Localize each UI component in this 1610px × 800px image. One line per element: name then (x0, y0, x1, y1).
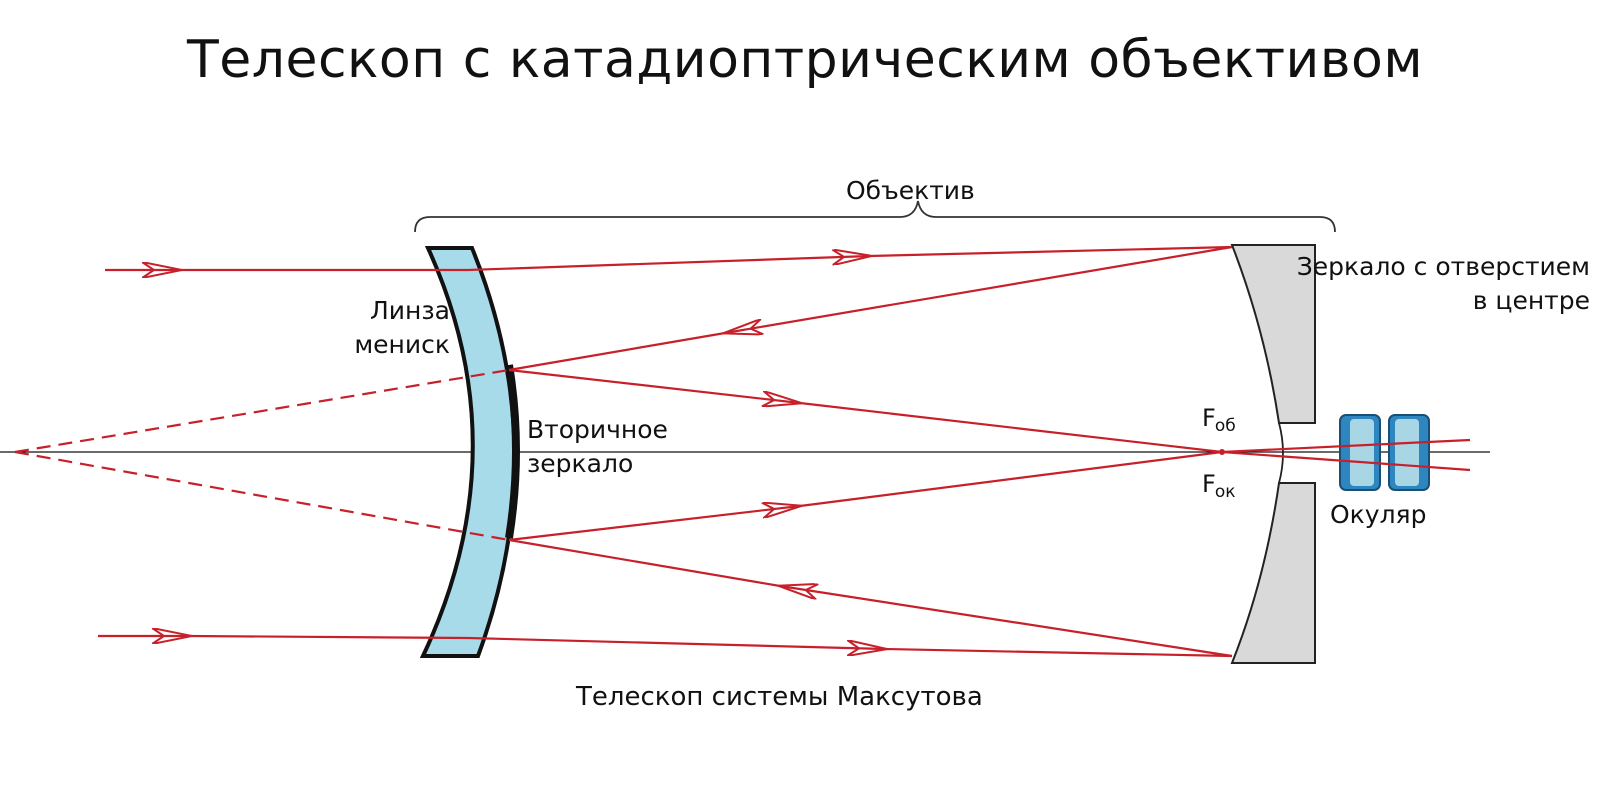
eyepiece-lens-2 (1388, 414, 1430, 491)
primary-mirror-label-line2: в центре (1472, 286, 1590, 315)
meniscus-lens-label: Линза мениск (300, 294, 450, 362)
ray-mirror-to-secondary-top (725, 245, 1233, 333)
diagram-caption: Телескоп системы Максутова (576, 682, 983, 712)
meniscus-lens-label-line2: мениск (354, 330, 450, 359)
meniscus-lens-label-line1: Линза (369, 296, 450, 325)
primary-mirror-lower (1230, 482, 1316, 664)
secondary-mirror (505, 364, 520, 539)
primary-mirror-hole (1278, 422, 1284, 484)
primary-mirror-label: Зеркало с отверстием в центре (1240, 250, 1590, 318)
eyepiece-label: Окуляр (1330, 500, 1427, 529)
primary-mirror-upper (1230, 244, 1316, 424)
primary-mirror-label-line1: Зеркало с отверстием (1296, 252, 1590, 281)
ray-lens-to-mirror-top (467, 256, 870, 272)
ray-secondary-to-focus-bottom (508, 506, 800, 542)
focus-point (1219, 449, 1225, 455)
objective-brace (414, 200, 1336, 233)
light-rays (14, 245, 1471, 658)
ray-mirror-to-secondary-bottom (508, 538, 781, 588)
ray-lens-to-mirror-top (869, 245, 1233, 258)
ray-incoming-bottom (189, 634, 469, 640)
ray-secondary-to-focus-top (508, 368, 800, 403)
focus-objective-label: Fоб (1202, 404, 1236, 436)
eyepiece-lens-1 (1339, 414, 1381, 491)
focus-eyepiece-label: Fок (1202, 470, 1235, 502)
ray-lens-to-mirror-bottom (467, 636, 885, 649)
secondary-mirror-label: Вторичное зеркало (527, 413, 668, 481)
ray-secondary-to-focus-bottom (799, 450, 1223, 508)
focus-eyepiece-base: F (1202, 470, 1216, 498)
ray-mirror-to-secondary-top (508, 331, 726, 372)
secondary-mirror-label-line2: зеркало (527, 449, 634, 478)
ray-lens-to-mirror-bottom (884, 647, 1233, 658)
focus-objective-base: F (1202, 404, 1216, 432)
secondary-mirror-label-line1: Вторичное (527, 415, 668, 444)
virtual-ray-bottom (14, 450, 510, 542)
virtual-ray-top (14, 368, 510, 454)
meniscus-lens (419, 246, 517, 658)
focus-eyepiece-sub: ок (1214, 482, 1236, 502)
ray-mirror-to-secondary-bottom (780, 586, 1233, 658)
objective-label: Объектив (846, 176, 975, 205)
ray-exit-top (1221, 438, 1471, 454)
ray-secondary-to-focus-top (799, 401, 1223, 454)
focus-objective-sub: об (1214, 416, 1236, 436)
diagram-title: Телескоп с катадиоптрическим объективом (186, 30, 1424, 90)
ray-exit-bottom (1221, 450, 1471, 472)
